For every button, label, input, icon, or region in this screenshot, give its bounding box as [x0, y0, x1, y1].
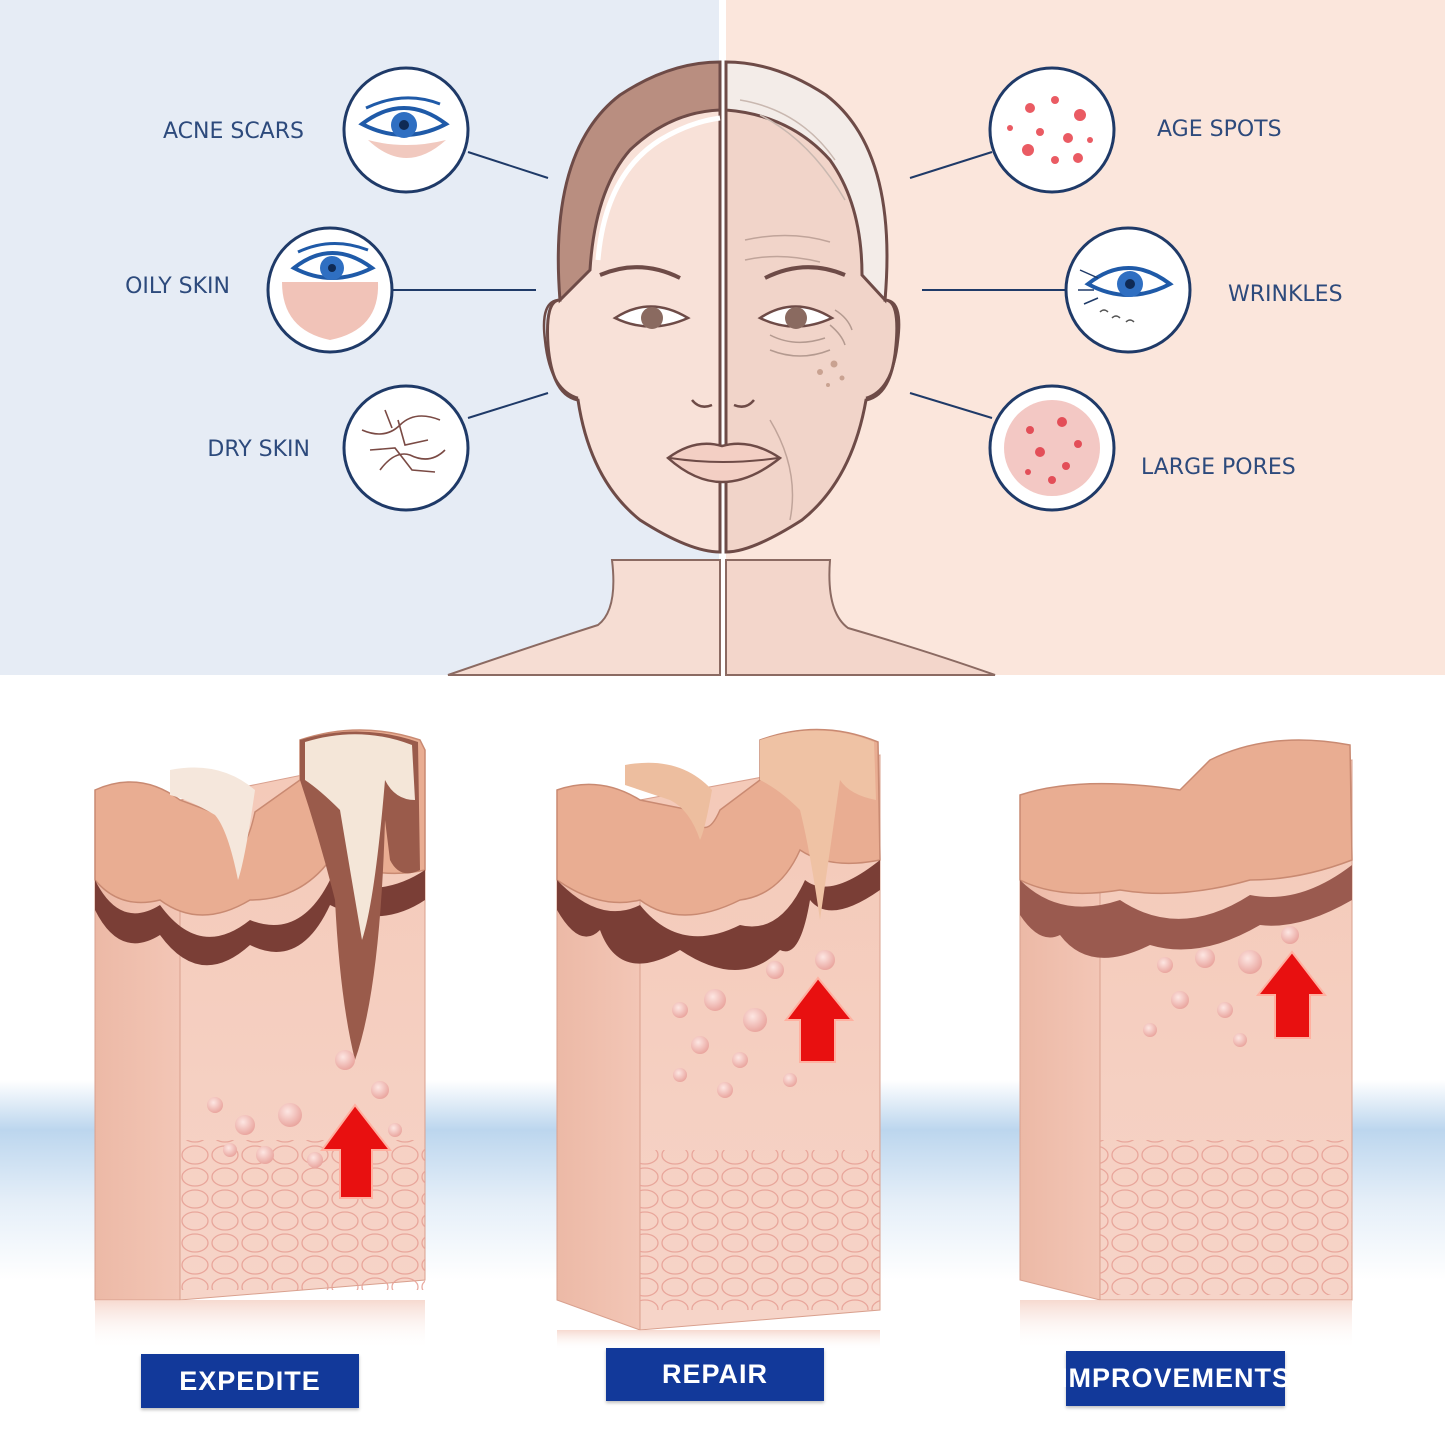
connector-age-spots: [909, 151, 993, 179]
age-spot: [826, 383, 830, 387]
iris-right: [785, 307, 807, 329]
arrow-up-icon: [783, 976, 855, 1063]
neck-right: [725, 559, 996, 676]
ear-left: [542, 298, 579, 400]
hair-right: [724, 60, 889, 304]
label-acne-scars: ACNE SCARS: [163, 119, 304, 144]
neck-left: [447, 559, 721, 676]
arrow-up-icon: [1255, 950, 1328, 1039]
nose: [691, 399, 755, 408]
label-age-spots: AGE SPOTS: [1157, 117, 1282, 142]
skin-block-expedite: [94, 729, 426, 1301]
dry-crack-icon: [342, 384, 470, 512]
connector-acne-scars: [467, 151, 549, 179]
badge-expedite: EXPEDITE: [141, 1354, 359, 1408]
hair-left: [556, 60, 722, 304]
age-spot: [839, 375, 845, 381]
iris-left: [641, 307, 663, 329]
ear-right: [865, 298, 901, 400]
arrow-up-icon: [320, 1103, 393, 1199]
age-spots-icon: [988, 66, 1116, 194]
eye-oily-patch-icon: [266, 226, 394, 354]
label-oily-skin: OILY SKIN: [125, 274, 230, 299]
eye-wrinkles: [769, 309, 853, 357]
hair-highlight: [595, 115, 721, 261]
panel-divider: [719, 0, 726, 675]
age-spot: [817, 369, 823, 375]
face-wrinkles: [744, 234, 831, 521]
hair-strands: [739, 99, 846, 201]
skin-block-improvements: [1019, 739, 1353, 1301]
skin-block-repair: [556, 728, 881, 1331]
reflection-repair: [557, 1330, 880, 1350]
eye-dark-circle-icon: [342, 66, 470, 194]
label-wrinkles: WRINKLES: [1228, 282, 1343, 307]
badge-repair: REPAIR: [606, 1348, 824, 1401]
connector-lines: [393, 151, 1066, 419]
label-large-pores: LARGE PORES: [1141, 455, 1296, 480]
reflection-improvements: [1020, 1300, 1352, 1350]
age-spot: [830, 360, 838, 368]
eyebrow-left: [599, 265, 681, 280]
large-pores-icon: [988, 384, 1116, 512]
connector-large-pores: [909, 392, 993, 419]
label-dry-skin: DRY SKIN: [207, 437, 310, 462]
eyebrow-right: [764, 265, 846, 280]
eye-wrinkles-icon: [1064, 226, 1192, 354]
face-illustration: [447, 60, 996, 676]
badge-improvements: IMPROVEMENTS: [1060, 1351, 1290, 1406]
reflection-expedite: [95, 1300, 425, 1350]
connector-dry-skin: [467, 392, 549, 419]
mouth-line: [669, 457, 779, 463]
